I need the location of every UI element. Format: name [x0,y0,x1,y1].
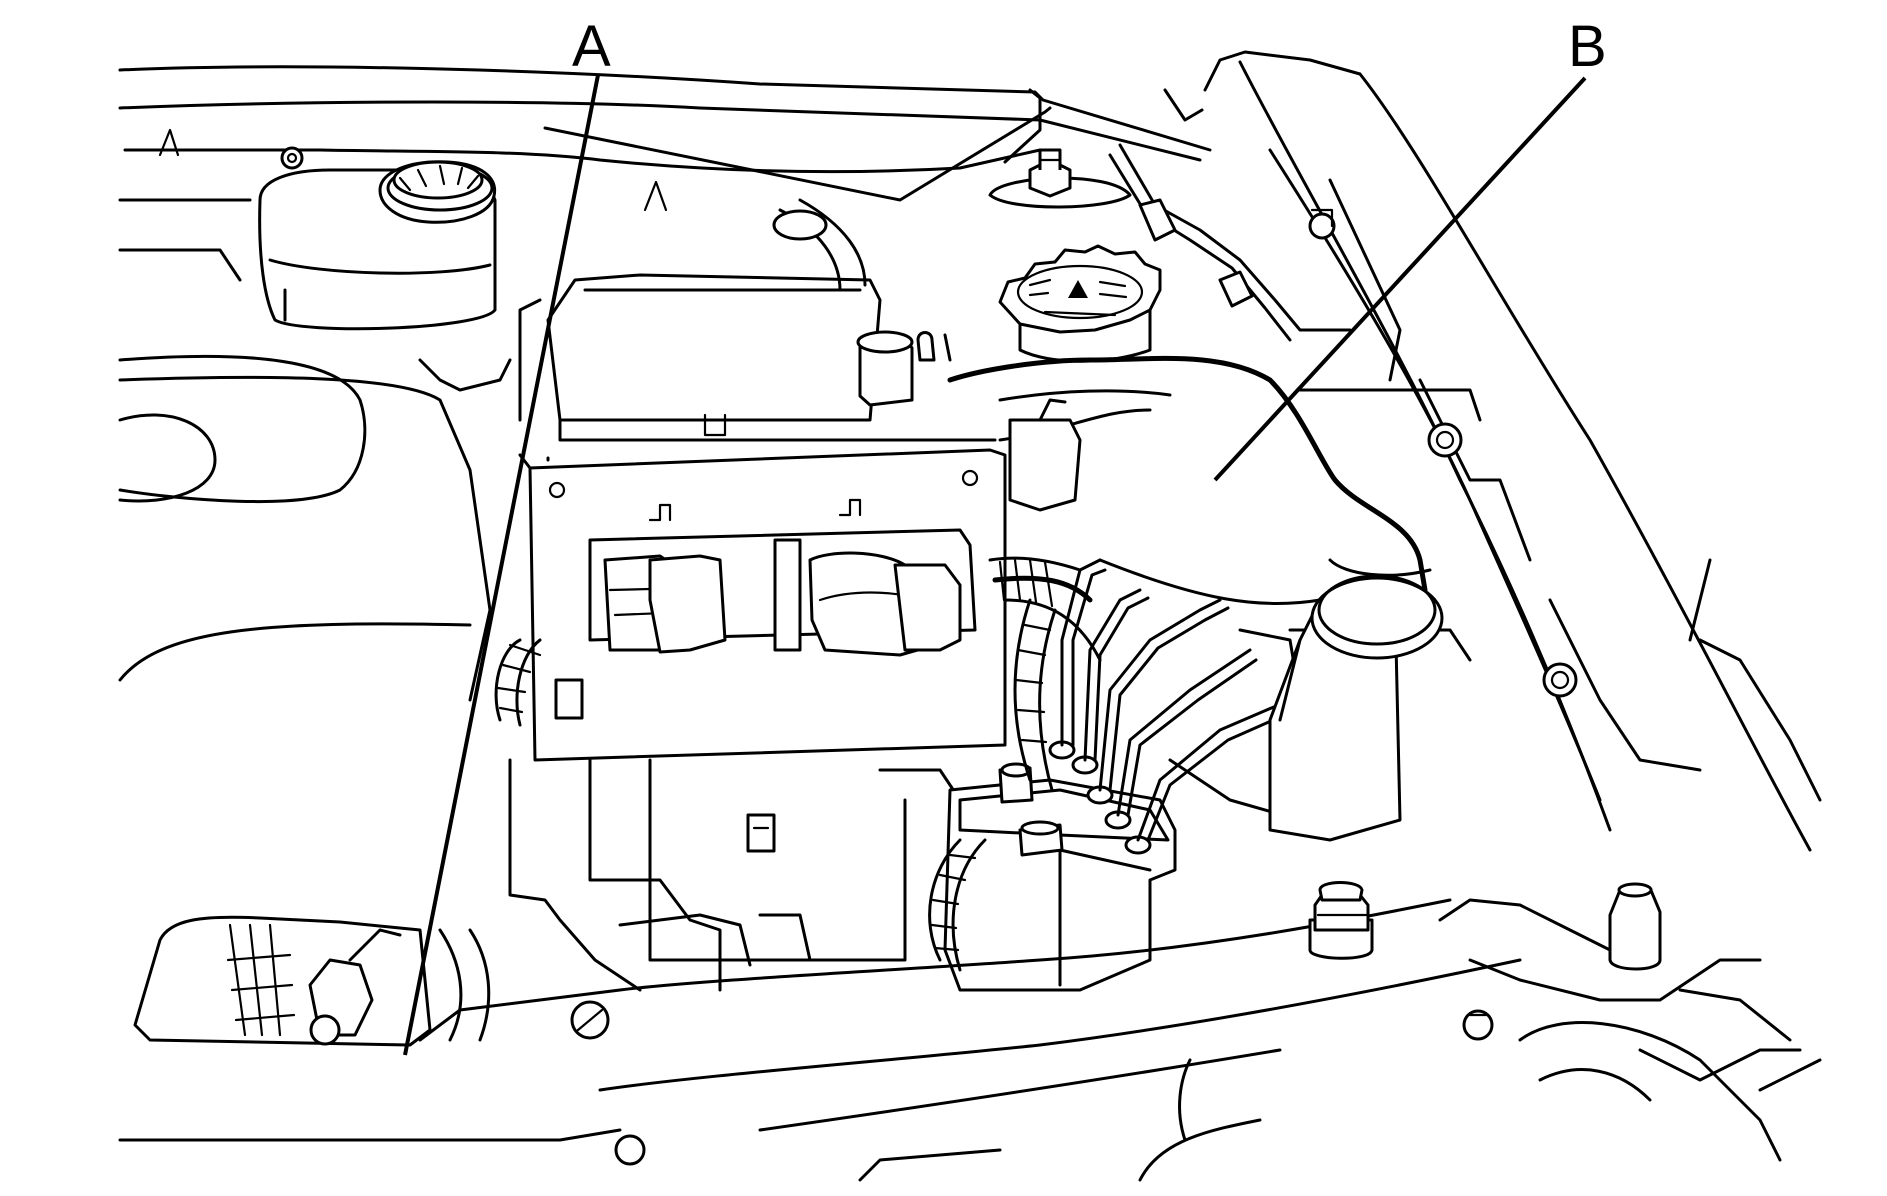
fluid-reservoir-right [1268,558,1444,842]
strut-mount [988,148,1132,209]
brake-fluid-reservoir [258,146,497,331]
upper-hoses [772,143,1352,342]
callout-b: B [1213,14,1607,482]
lower-left-hoses [133,915,491,1047]
callout-a: A [403,14,611,1056]
abs-modulator [943,558,1298,992]
front-right-corner [1308,881,1822,1162]
cowl-panel [118,65,1212,212]
intake-duct [118,248,512,702]
control-module [518,448,1007,853]
callout-b-leader [1213,76,1587,482]
callout-a-label: A [572,14,611,79]
radiator-support [118,898,1522,1182]
small-fluid-cap [856,330,1082,512]
module-bracket [508,758,962,992]
right-fender [1163,50,1822,852]
brake-line-fittings [1048,740,1152,855]
callout-a-leader [403,74,600,1056]
callout-b-label: B [1568,14,1607,79]
wiring-harness [494,556,1102,972]
